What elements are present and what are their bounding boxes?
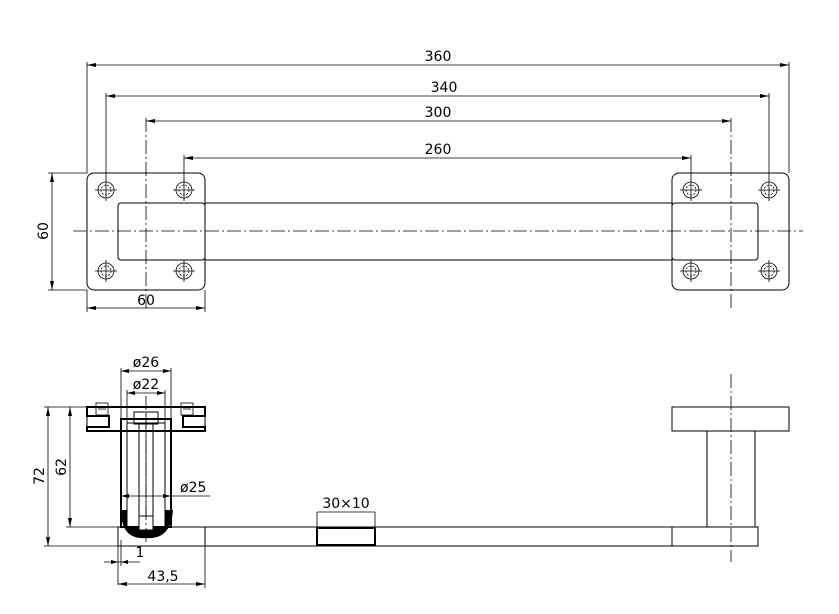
screw-hole-icon: [757, 178, 781, 202]
dimension-label: ø25: [180, 480, 206, 496]
screw-hole-icon: [172, 259, 196, 283]
dimension-360: 360: [87, 49, 789, 67]
dimension-30x10: 30×10: [316, 496, 376, 528]
dimension-300: 300: [146, 105, 731, 123]
dimension-label: 72: [32, 467, 48, 485]
dimension-dia-26: ø26: [120, 355, 172, 419]
grab-bar-side: [117, 526, 759, 547]
dimension-label: ø26: [133, 355, 159, 371]
screw-hole-icon: [679, 259, 703, 283]
dimension-label: ø22: [133, 377, 159, 393]
dimension-1: 1: [104, 540, 144, 585]
grab-bar-top: [204, 202, 673, 261]
screw-hole-icon: [757, 259, 781, 283]
dimension-62: 62: [54, 407, 121, 528]
screw-hole-icon: [94, 178, 118, 202]
dimension-label: 300: [425, 105, 452, 121]
top-view: 360 340 300 260 60: [36, 49, 803, 312]
dimension-340: 340: [106, 80, 769, 98]
dimension-label: 1: [136, 545, 145, 561]
side-view: ø26 ø22 ø25 30×10: [32, 355, 790, 588]
dimension-label: 360: [425, 49, 452, 65]
screw-hole-icon: [679, 178, 703, 202]
dimension-label: 60: [36, 222, 52, 240]
dimension-label: 43,5: [147, 569, 178, 585]
right-plate-inner-outline: [671, 202, 759, 261]
right-flange: [671, 406, 790, 432]
dimension-60-vertical: 60: [36, 173, 54, 290]
screw-hole-icon: [94, 259, 118, 283]
left-plate-inner-outline: [117, 202, 206, 261]
dimension-60-horizontal: 60: [87, 293, 205, 310]
dimension-label: 260: [425, 142, 452, 158]
dimension-label: 30×10: [322, 496, 369, 512]
dimension-43-5: 43,5: [118, 546, 206, 588]
dimension-label: 60: [137, 293, 155, 309]
slot-30x10: [316, 527, 376, 546]
screw-hole-icon: [172, 178, 196, 202]
dimension-label: 340: [431, 80, 458, 96]
dimension-72: 72: [32, 406, 118, 547]
dimension-dia-22: ø22: [126, 377, 166, 423]
dimension-dia-25: ø25: [121, 480, 210, 498]
dimension-label: 62: [54, 458, 70, 476]
right-mounting-plate: [671, 172, 790, 291]
dimension-260: 260: [184, 142, 691, 160]
